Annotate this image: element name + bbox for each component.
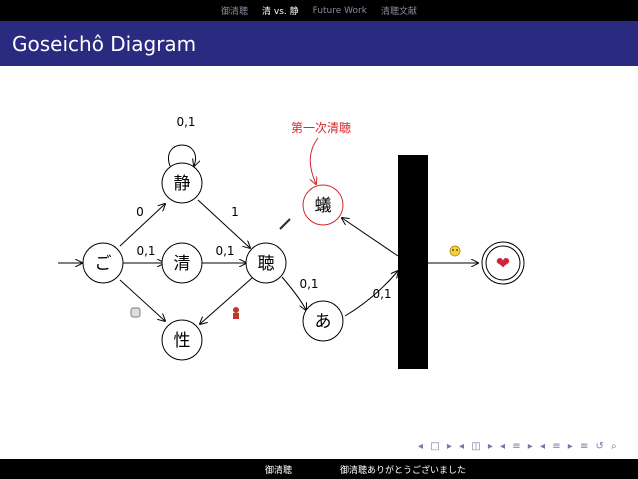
self-loop-shizuka [168, 144, 196, 166]
top-navigation-bar [0, 0, 638, 21]
figure-icon [233, 307, 239, 319]
heart-icon: ❤ [496, 254, 510, 274]
node-go: ご [82, 242, 124, 284]
node-sei: 清 [161, 242, 203, 284]
node-shou-label: 性 [174, 331, 191, 351]
edge-bar-ari [342, 218, 399, 257]
edge-go-shou [119, 279, 165, 321]
edge-go-shizuka [119, 204, 165, 247]
edge-a-bar [344, 271, 398, 317]
label-chou-a: 0,1 [299, 277, 318, 291]
edge-shizuka-chou [197, 199, 250, 248]
node-chou: 聴 [245, 242, 287, 284]
footer-title: 御清聴ありがとうございました [340, 466, 467, 476]
node-heart: ❤ [481, 241, 525, 285]
slide-title: Goseichô Diagram [12, 32, 197, 56]
smiley-icon [449, 245, 461, 257]
nav-item-future-work[interactable]: Future Work [312, 5, 367, 16]
label-bar-a: 0,1 [372, 287, 391, 301]
edge-chou-a [281, 276, 306, 310]
node-ari: 蟻 [302, 184, 344, 226]
lizard-icon [279, 218, 291, 230]
node-sei-label: 清 [174, 254, 191, 274]
node-shou: 性 [161, 319, 203, 361]
label-shizuka-chou: 1 [231, 205, 239, 219]
edge-chou-shou [200, 277, 253, 324]
footer-author: 御清聴 [265, 466, 293, 476]
nav-item-references[interactable]: 清聴文献 [380, 7, 417, 17]
skull-icon [130, 307, 141, 318]
black-bar [398, 155, 428, 369]
label-go-shizuka: 0 [136, 205, 144, 219]
label-sei-chou: 0,1 [215, 244, 234, 258]
node-chou-label: 聴 [258, 254, 275, 274]
title-bar [0, 21, 638, 66]
node-a: あ [302, 300, 344, 342]
node-a-label: あ [315, 312, 332, 332]
annotation-label: 第一次清聴 [291, 121, 351, 135]
beamer-navigation-symbols[interactable]: ◂ □ ▸ ◂ ◫ ▸ ◂ ≡ ▸ ◂ ≡ ▸ ≡ ↺ ⌕ [418, 441, 619, 452]
node-go-label: ご [95, 254, 112, 274]
node-ari-label: 蟻 [315, 196, 332, 216]
label-loop: 0,1 [176, 115, 195, 129]
annotation-arrow [310, 137, 319, 184]
footer-bar [0, 459, 638, 479]
automaton-diagram: ご 静 清 性 聴 あ 蟻 ❤ 0,1 0 [58, 115, 525, 369]
nav-item-sei-vs-shizuka[interactable]: 清 vs. 静 [262, 7, 299, 17]
nav-item-gochouchou[interactable]: 御清聴 [221, 7, 249, 17]
label-go-sei: 0,1 [136, 244, 155, 258]
node-shizuka: 静 [161, 162, 203, 204]
section-navigation: 御清聴 清 vs. 静 Future Work 清聴文献 [0, 0, 638, 21]
node-shizuka-label: 静 [174, 174, 191, 194]
